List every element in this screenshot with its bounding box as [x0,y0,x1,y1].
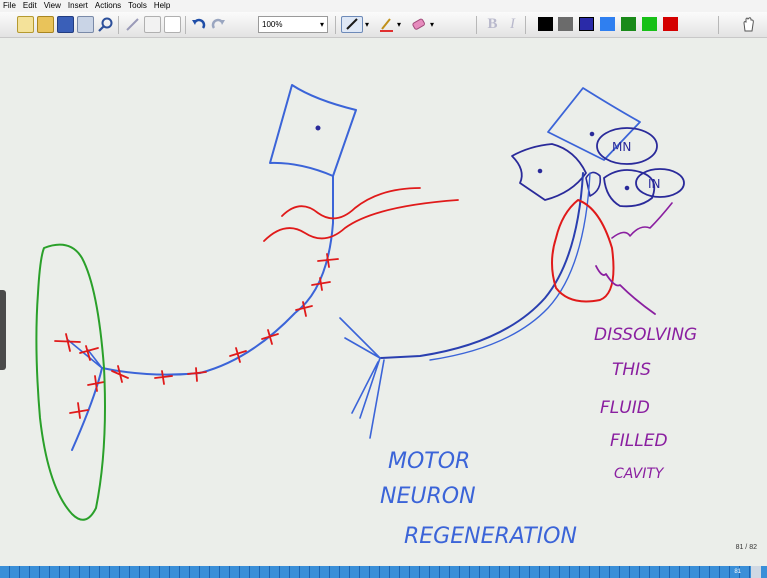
bold-icon[interactable]: B [487,16,498,32]
menu-bar: File Edit View Insert Actions Tools Help [0,0,767,12]
undo-icon[interactable] [190,16,207,33]
color-swatch-green[interactable] [621,17,636,31]
color-swatch-lime[interactable] [642,17,657,31]
cavity-outline [551,199,615,303]
chevron-down-icon[interactable]: ▾ [397,20,402,29]
new-page-icon[interactable] [17,16,34,33]
label-note-4: FILLED [610,431,668,451]
status-bar [0,566,767,578]
pen-icon[interactable] [124,16,141,33]
label-mn: MN [612,140,631,154]
label-note-3: FLUID [600,398,650,418]
zoom-select[interactable]: 100% ▾ [258,16,328,33]
menu-help[interactable]: Help [153,1,171,10]
color-swatch-navy[interactable] [579,17,594,31]
copy-icon[interactable] [144,16,161,33]
color-swatch-blue[interactable] [600,17,615,31]
menu-insert[interactable]: Insert [67,1,88,10]
neuron-soma-left [269,84,357,177]
drawing-canvas[interactable]: MN IN DISSOLVING THIS FLUID FILLED CAVIT… [0,38,767,566]
axon-left [71,175,334,451]
purple-arrow [595,265,656,315]
menu-view[interactable]: View [43,1,61,10]
search-icon[interactable] [97,16,114,33]
eraser-icon[interactable] [410,16,427,33]
label-in: IN [648,177,661,191]
italic-icon[interactable]: I [510,16,515,32]
highlighter-icon[interactable] [378,16,395,33]
mn-oval [596,127,658,165]
color-swatch-black[interactable] [538,17,553,31]
status-page-number: 81 [734,569,741,575]
pen-tool-icon[interactable] [341,16,363,33]
menu-tools[interactable]: Tools [128,1,147,10]
in-oval [635,168,685,198]
neuron-nucleus-right [589,131,595,137]
label-title-3: REGENERATION [404,524,577,549]
ink-layer: MN IN DISSOLVING THIS FLUID FILLED CAVIT… [35,84,697,549]
color-swatch-red[interactable] [663,17,678,31]
red-wave-1 [281,187,421,220]
label-note-1: DISSOLVING [594,325,697,345]
axon-branches-right [339,317,385,439]
print-icon[interactable] [77,16,94,33]
save-icon[interactable] [57,16,74,33]
toolbar: 100% ▾ ▾ ▾ ▾ B I [0,12,767,38]
label-note-2: THIS [612,360,651,380]
label-note-5: CAVITY [614,466,665,482]
side-panel-handle[interactable] [0,290,6,370]
chevron-down-icon[interactable]: ▾ [365,20,370,29]
redo-icon[interactable] [210,16,227,33]
page-indicator: 81 / 82 [735,544,757,551]
neuron-soma-right [547,87,641,161]
page-icon[interactable] [164,16,181,33]
label-title-2: NEURON [380,484,476,509]
scroll-right-icon[interactable] [751,566,761,578]
interneuron-cell-left [511,143,587,201]
open-icon[interactable] [37,16,54,33]
axon-right [379,172,584,359]
chevron-down-icon[interactable]: ▾ [430,20,435,29]
zoom-value: 100% [262,20,283,29]
red-wave-2 [263,199,459,242]
chevron-down-icon: ▾ [319,20,324,29]
label-title-1: MOTOR [388,449,470,474]
axon-branch-left [67,339,103,369]
neuron-nucleus-left [315,125,321,131]
hand-icon[interactable] [740,16,757,33]
menu-file[interactable]: File [3,1,16,10]
menu-edit[interactable]: Edit [22,1,37,10]
interneuron-cell-in [603,169,656,208]
degeneration-marks [54,253,339,419]
color-swatch-gray[interactable] [558,17,573,31]
menu-actions[interactable]: Actions [94,1,122,10]
muscle-outline [35,243,106,521]
